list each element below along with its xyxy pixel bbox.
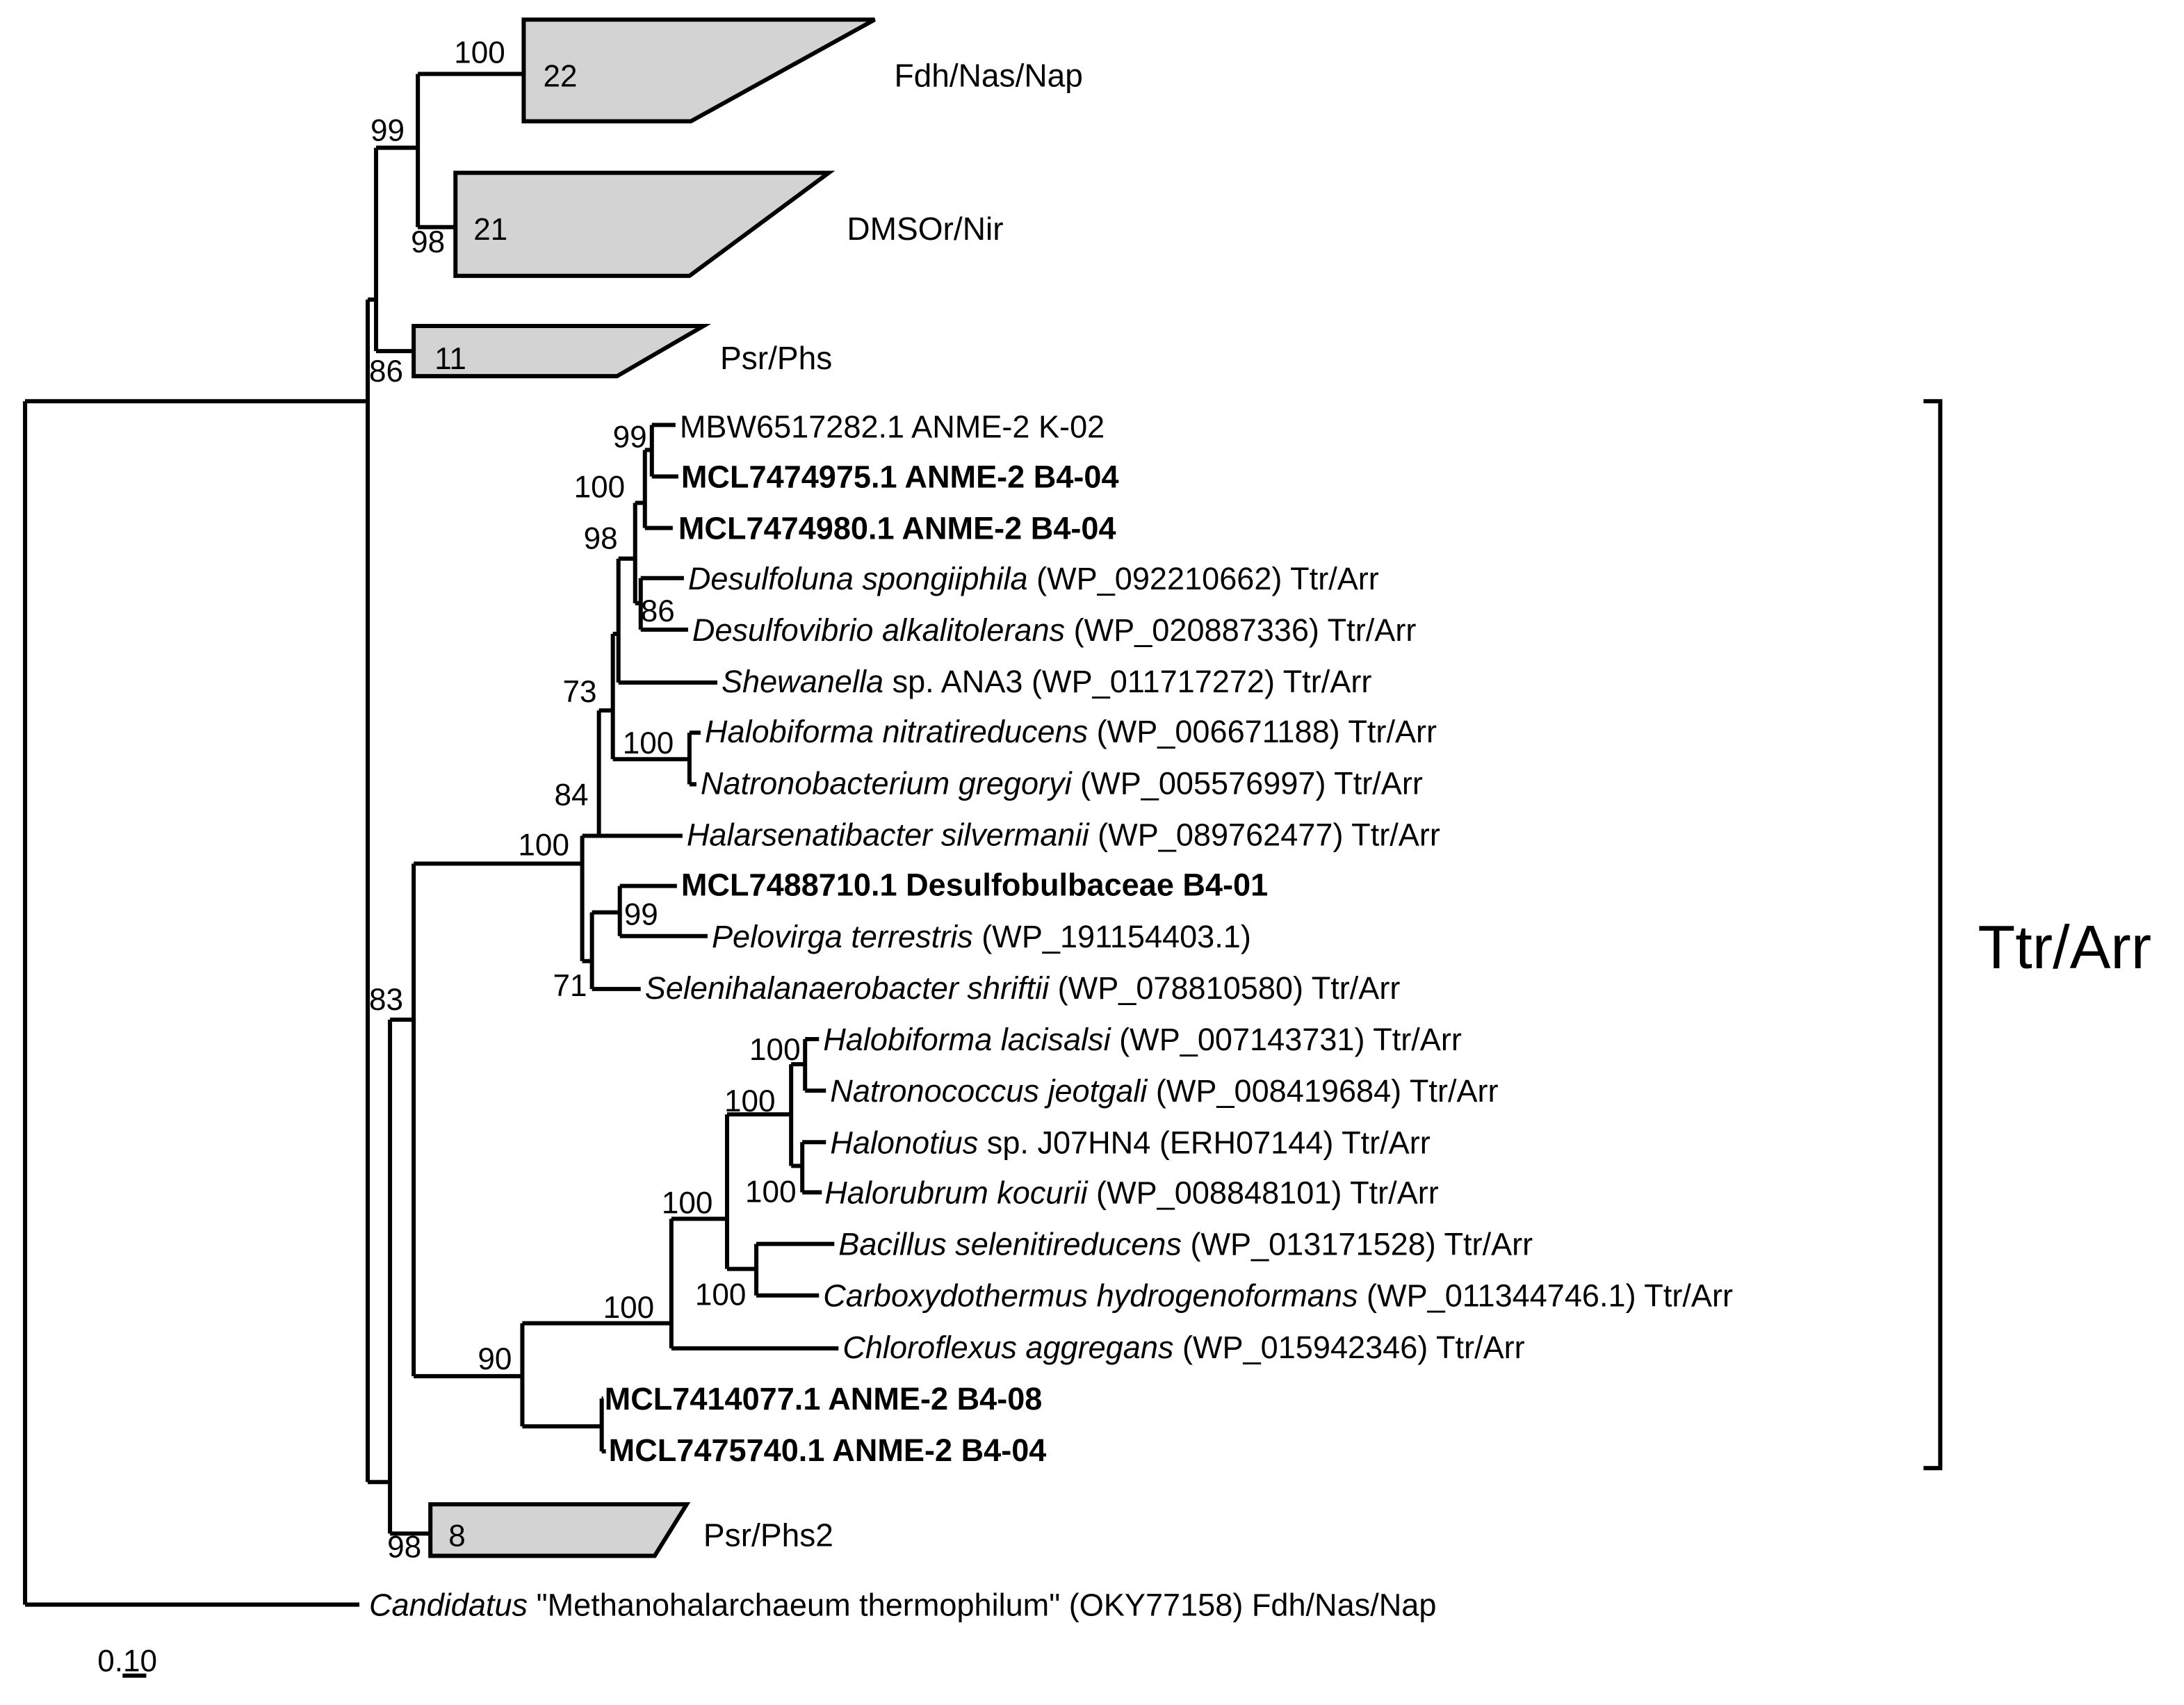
bootstrap-value: 98 (584, 522, 618, 556)
node-anme-branch (599, 1396, 606, 1454)
clade-count: 21 (473, 213, 507, 247)
node-100j-branch (754, 1241, 835, 1298)
taxon-label: Selenihalanaerobacter shriftii (WP_07881… (645, 970, 1401, 1006)
node-71-branch (589, 910, 641, 991)
taxon-label: MCL7488710.1 Desulfobulbaceae B4-01 (681, 867, 1268, 903)
node-98-branch (616, 556, 717, 685)
clade-count: 8 (448, 1519, 466, 1553)
collapsed-clade-fdh (521, 17, 876, 124)
taxon-label: Halobiforma lacisalsi (WP_007143731) Ttr… (823, 1022, 1462, 1057)
taxon-label: Halonotius sp. J07HN4 (ERH07144) Ttr/Arr (830, 1125, 1431, 1160)
tree-branches (23, 72, 839, 1607)
node-100h-branch (803, 1037, 826, 1093)
ttr-arr-branch (411, 861, 582, 1378)
taxon-label: MBW6517282.1 ANME-2 K-02 (680, 409, 1105, 444)
node-100b-branch (580, 833, 599, 963)
node-99b-branch (617, 883, 708, 938)
bootstrap-value: 98 (411, 225, 445, 259)
clade-count: 11 (434, 342, 466, 376)
taxon-label: Carboxydothermus hydrogenoformans (WP_01… (823, 1278, 1733, 1314)
ttr-arr-bracket (1923, 399, 1943, 1471)
collapsed-clade-psr (411, 324, 712, 379)
upper-clade-branch (374, 145, 418, 354)
ttr-psr2-branch (388, 1017, 431, 1536)
bootstrap-value: 100 (518, 829, 569, 863)
node-100f-branch (724, 1112, 792, 1271)
bootstrap-value: 86 (641, 594, 675, 628)
node-100d-branch (687, 731, 701, 787)
taxon-label: Desulfoluna spongiiphila (WP_092210662) … (688, 561, 1379, 596)
bootstrap-value: 83 (369, 983, 403, 1017)
bootstrap-value: 86 (369, 354, 403, 389)
taxon-label: MCL7474975.1 ANME-2 B4-04 (681, 459, 1119, 494)
taxon-label: Halobiforma nitratireducens (WP_00667118… (705, 714, 1437, 749)
bootstrap-value: 100 (454, 35, 505, 70)
taxon-label: Candidatus "Methanohalarchaeum thermophi… (369, 1588, 1436, 1623)
taxon-label: Shewanella sp. ANA3 (WP_011717272) Ttr/A… (722, 664, 1371, 699)
bootstrap-value: 90 (478, 1342, 512, 1376)
fdh-dmso-branch (416, 72, 524, 229)
bootstrap-value: 84 (555, 778, 589, 812)
bootstrap-value: 100 (623, 726, 674, 760)
bootstrap-value: 71 (553, 969, 587, 1003)
collapsed-clade-dmso (453, 170, 836, 278)
taxon-labels: MBW6517282.1 ANME-2 K-02 MCL7474975.1 AN… (369, 409, 1733, 1622)
taxon-label: MCL7475740.1 ANME-2 B4-04 (609, 1433, 1047, 1468)
node-100i-branch (800, 1140, 826, 1195)
clade-label: Psr/Phs (720, 340, 832, 376)
root-branch (23, 399, 368, 1607)
bootstrap-values: 100 99 98 86 99 100 98 86 73 100 84 100 … (369, 35, 801, 1564)
taxon-label: Bacillus selenitireducens (WP_013171528)… (838, 1227, 1533, 1262)
taxon-label: MCL7414077.1 ANME-2 B4-08 (605, 1381, 1043, 1417)
bootstrap-value: 73 (563, 675, 597, 709)
bootstrap-value: 99 (613, 420, 647, 454)
clade-label: Fdh/Nas/Nap (894, 57, 1082, 93)
scale-bar-label: 0.10 (97, 1645, 157, 1679)
node-90-branch (520, 1321, 671, 1429)
taxon-label: MCL7474980.1 ANME-2 B4-04 (678, 511, 1116, 546)
clade-count: 22 (543, 59, 577, 93)
node-99-branch (649, 423, 678, 479)
taxon-label: Pelovirga terrestris (WP_191154403.1) (712, 919, 1251, 954)
bootstrap-value: 100 (695, 1278, 747, 1312)
taxon-label: Halarsenatibacter silvermanii (WP_089762… (687, 817, 1440, 852)
taxon-label: Natronobacterium gregoryi (WP_005576997)… (701, 765, 1423, 801)
node-86b-branch (638, 576, 688, 632)
taxon-label: Natronococcus jeotgali (WP_008419684) Tt… (830, 1073, 1498, 1109)
bootstrap-value: 99 (624, 898, 658, 932)
bootstrap-value: 100 (662, 1186, 713, 1220)
clade-label: Psr/Phs2 (703, 1517, 833, 1553)
taxon-label: Chloroflexus aggregans (WP_015942346) Tt… (842, 1330, 1524, 1365)
clade-labels: Fdh/Nas/Nap DMSOr/Nir Psr/Phs Psr/Phs2 (703, 57, 1083, 1553)
collapsed-clades (411, 17, 876, 1558)
group-label: Ttr/Arr (1978, 913, 2151, 981)
bootstrap-value: 100 (574, 471, 626, 505)
taxon-label: Desulfovibrio alkalitolerans (WP_0208873… (692, 612, 1416, 648)
clade-label: DMSOr/Nir (847, 211, 1003, 247)
taxon-label: Halorubrum kocurii (WP_008848101) Ttr/Ar… (824, 1175, 1439, 1210)
node-100e-branch (669, 1216, 839, 1351)
bootstrap-value: 99 (370, 114, 405, 148)
bootstrap-value: 100 (724, 1084, 776, 1118)
bootstrap-value: 98 (387, 1530, 421, 1564)
bootstrap-value: 100 (749, 1033, 801, 1067)
bootstrap-value: 100 (603, 1291, 655, 1325)
clade-counts: 22 21 11 8 (434, 59, 577, 1553)
node-84-branch (596, 708, 683, 838)
collapsed-clade-psr2 (428, 1502, 691, 1558)
bootstrap-value: 100 (745, 1175, 797, 1209)
